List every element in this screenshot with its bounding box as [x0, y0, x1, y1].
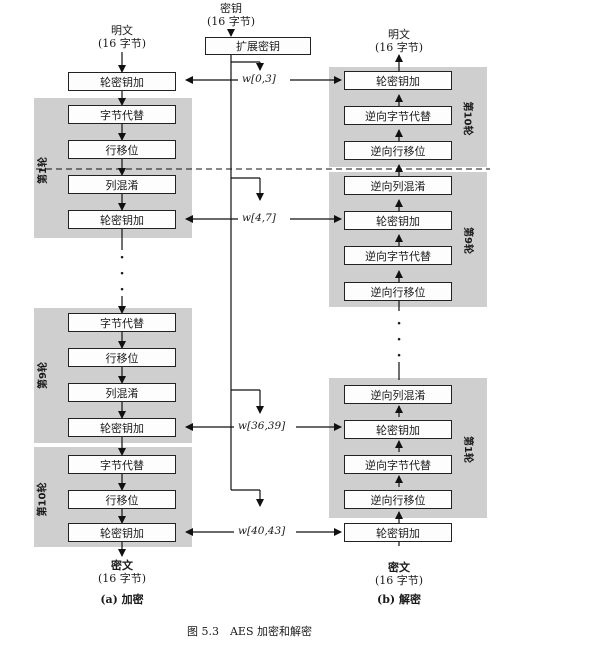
dec-ellipsis: ···: [396, 316, 402, 364]
dec-initial-add-round-key: 轮密钥加: [344, 523, 452, 542]
enc-ciphertext-label: 密文: [111, 559, 133, 572]
enc-r1-sub-bytes: 字节代替: [68, 105, 176, 124]
w-label-40-43: w[40,43]: [236, 525, 288, 537]
enc-r10-shift-rows: 行移位: [68, 490, 176, 509]
enc-r1-add-round-key: 轮密钥加: [68, 210, 176, 229]
expand-key-box: 扩展密钥: [205, 37, 311, 55]
dec-ciphertext-bytes: (16 字节): [374, 574, 424, 587]
enc-r9-add-round-key: 轮密钥加: [68, 418, 176, 437]
enc-caption: (a) 加密: [100, 593, 144, 606]
dec-r10-inv-shift-rows: 逆向行移位: [344, 141, 452, 160]
enc-ciphertext-bytes: (16 字节): [97, 572, 147, 585]
enc-ellipsis: ···: [119, 250, 125, 298]
dec-round10-label: 第10轮: [461, 101, 473, 136]
key-bytes: (16 字节): [206, 15, 256, 28]
enc-r10-add-round-key: 轮密钥加: [68, 523, 176, 542]
dec-r10-add-round-key: 轮密钥加: [344, 71, 452, 90]
dec-round1-label: 第1轮: [461, 436, 473, 463]
dec-ciphertext-label: 密文: [388, 561, 410, 574]
dec-r1-inv-sub-bytes: 逆向字节代替: [344, 455, 452, 474]
dec-plaintext-label: 明文: [388, 28, 410, 41]
dec-r1-add-round-key: 轮密钥加: [344, 420, 452, 439]
enc-r9-sub-bytes: 字节代替: [68, 313, 176, 332]
dec-r1-inv-mix-columns: 逆向列混淆: [344, 385, 452, 404]
dec-r9-inv-mix-columns: 逆向列混淆: [344, 176, 452, 195]
enc-round1-label: 第1轮: [37, 157, 49, 184]
enc-round10-label: 第10轮: [37, 482, 49, 517]
enc-r1-shift-rows: 行移位: [68, 140, 176, 159]
dec-plaintext-bytes: (16 字节): [374, 41, 424, 54]
enc-r9-mix-columns: 列混淆: [68, 383, 176, 402]
enc-r10-sub-bytes: 字节代替: [68, 455, 176, 474]
w-label-0-3: w[0,3]: [240, 73, 278, 85]
dec-r10-inv-sub-bytes: 逆向字节代替: [344, 106, 452, 125]
dec-r9-add-round-key: 轮密钥加: [344, 211, 452, 230]
enc-plaintext-label: 明文: [111, 24, 133, 37]
enc-r9-shift-rows: 行移位: [68, 348, 176, 367]
enc-plaintext-bytes: (16 字节): [97, 37, 147, 50]
key-title: 密钥: [220, 2, 242, 15]
enc-round9-label: 第9轮: [37, 362, 49, 389]
dec-r1-inv-shift-rows: 逆向行移位: [344, 490, 452, 509]
dec-r9-inv-shift-rows: 逆向行移位: [344, 282, 452, 301]
w-label-36-39: w[36,39]: [236, 420, 288, 432]
enc-r1-mix-columns: 列混淆: [68, 175, 176, 194]
dec-caption: (b) 解密: [377, 593, 421, 606]
w-label-4-7: w[4,7]: [240, 212, 278, 224]
figure-caption: 图 5.3 AES 加密和解密: [187, 625, 312, 638]
dec-r9-inv-sub-bytes: 逆向字节代替: [344, 246, 452, 265]
enc-initial-add-round-key: 轮密钥加: [68, 72, 176, 91]
dec-round9-label: 第9轮: [461, 227, 473, 254]
